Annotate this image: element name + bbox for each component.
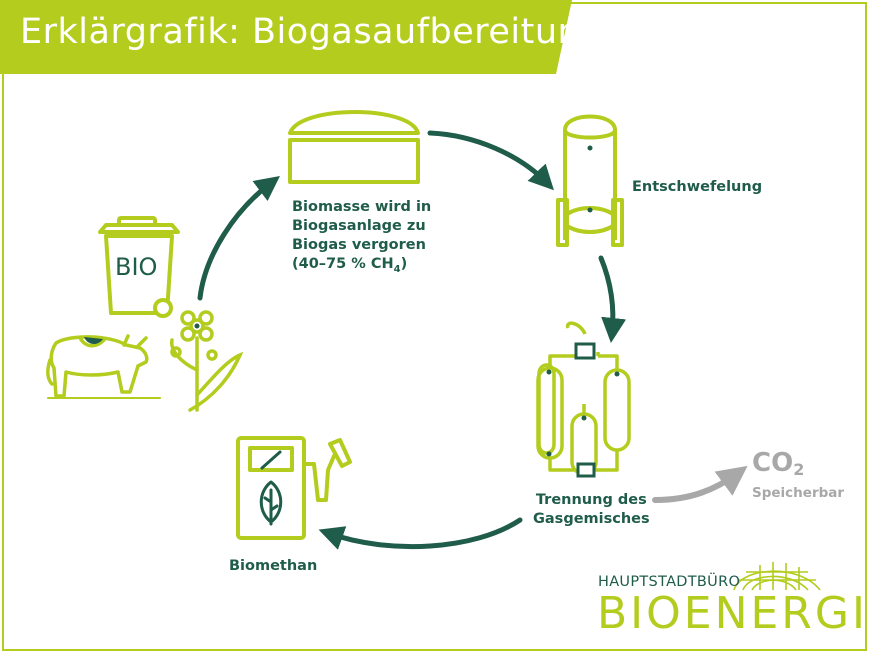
biogas-dome-icon [288, 110, 420, 184]
flower-icon [170, 310, 244, 412]
biomass-close-paren: ) [400, 256, 408, 272]
globe-logo-icon [733, 562, 821, 591]
bin-label: BIO [115, 253, 158, 281]
biomass-ch4-subscript: 4 [393, 263, 401, 275]
pump-gauge-needle [260, 450, 282, 470]
waste-bin-icon [98, 216, 180, 318]
step-desulfurization-label: Entschwefelung [632, 179, 763, 195]
gas-separation-columns-icon [536, 321, 631, 476]
arrow-biomass-to-dome [197, 175, 280, 301]
cow-spot [84, 337, 103, 345]
arrow-dome-to-desulfurization [427, 130, 554, 191]
step-separation-label: Trennung des Gasgemisches [533, 492, 650, 527]
arrow-separation-to-pump [318, 517, 523, 550]
co2-label: CO2 [752, 448, 805, 479]
leaf-icon [259, 480, 283, 526]
co2-note: Speicherbar [752, 485, 845, 501]
logo-top-text: HAUPTSTADTBÜRO [598, 574, 741, 590]
step-biomass-label: Biomasse wird in Biogasanlage zu Biogas … [292, 199, 432, 275]
title-banner [0, 0, 572, 74]
desulfurization-tank-icon [556, 114, 624, 247]
biomass-ch4-range: (40–75 % CH [292, 256, 394, 272]
arrow-co2-output [652, 465, 748, 503]
separation-valve-top [574, 342, 596, 360]
logo-bottom-text: BIOENERGIE [597, 588, 871, 639]
fuel-pump-icon [236, 436, 352, 540]
step-biomethane-label: Biomethan [229, 558, 318, 574]
arrow-desulfurization-to-separation [598, 255, 627, 343]
cow-icon [46, 334, 161, 399]
page-title: Erklärgrafik: Biogasaufbereitung [20, 12, 603, 52]
separation-valve-bottom [576, 462, 596, 478]
